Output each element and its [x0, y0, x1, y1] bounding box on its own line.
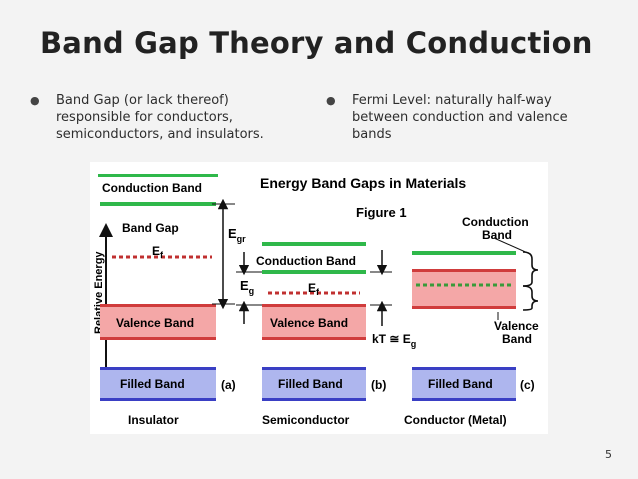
slide-title: Band Gap Theory and Conduction [40, 26, 593, 60]
semi-conduction-band [262, 270, 366, 274]
metal-conduction-pointer [493, 237, 531, 255]
panel-c-label: (c) [520, 378, 535, 392]
metal-conduction-label-2: Band [482, 228, 512, 242]
insulator-conduction-band [100, 202, 216, 206]
bullet-dot-icon: ● [326, 94, 336, 107]
metal-filled-top [412, 367, 516, 370]
metal-valence-top [412, 269, 516, 272]
figure-heading: Energy Band Gaps in Materials [260, 175, 466, 191]
bullet-band-gap: ● Band Gap (or lack thereof) responsible… [30, 92, 300, 143]
insulator-filled-label: Filled Band [120, 377, 185, 391]
metal-conduction-label-1: Conduction [462, 215, 529, 229]
semi-filled-label: Filled Band [278, 377, 343, 391]
eg-label: Eg [240, 278, 254, 296]
bullet-fermi-level: ● Fermi Level: naturally half-way betwee… [326, 92, 606, 143]
insulator-conduction-top-line [98, 174, 218, 177]
metal-filled-label: Filled Band [428, 377, 493, 391]
semi-valence-band [262, 307, 366, 337]
panel-semiconductor: Conduction Band Ef Valence Band Eg kT ≅ … [236, 242, 416, 427]
bullet-text: Band Gap (or lack thereof) responsible f… [56, 93, 264, 142]
semi-ef-label: Ef [308, 281, 320, 297]
insulator-caption: Insulator [128, 413, 179, 427]
semi-filled-band [262, 370, 366, 398]
slide-number: 5 [605, 448, 612, 461]
panel-b-label: (b) [371, 378, 386, 392]
metal-filled-bottom [412, 398, 516, 401]
y-axis: Relative Energy [93, 223, 113, 367]
insulator-conduction-label: Conduction Band [102, 181, 202, 195]
metal-valence-band [412, 272, 516, 306]
egr-label: Egr [228, 226, 246, 244]
semi-filled-top [262, 367, 366, 370]
semi-valence-bottom [262, 337, 366, 340]
kt-label: kT ≅ Eg [372, 332, 416, 349]
energy-band-figure: Relative Energy Energy Band Gaps in Mate… [90, 162, 548, 434]
band-diagram-svg: Relative Energy Energy Band Gaps in Mate… [93, 174, 539, 427]
semi-filled-bottom [262, 398, 366, 401]
conductor-caption: Conductor (Metal) [404, 413, 507, 427]
semi-conduction-top-line [262, 242, 366, 246]
semi-valence-label: Valence Band [270, 316, 348, 330]
panel-conductor: Conduction Band Valence Band Filled Band… [404, 215, 539, 427]
semi-valence-top [262, 304, 366, 307]
bullet-text: Fermi Level: naturally half-way between … [352, 93, 568, 142]
insulator-filled-bottom [100, 398, 216, 401]
insulator-filled-top [100, 367, 216, 370]
metal-conduction-brace [522, 251, 539, 287]
metal-valence-label-1: Valence [494, 319, 539, 333]
bullet-dot-icon: ● [30, 94, 40, 107]
insulator-filled-band [100, 370, 216, 398]
metal-valence-bottom [412, 306, 516, 309]
panel-insulator: Conduction Band Band Gap Ef Valence Band… [98, 174, 246, 427]
insulator-valence-band [100, 307, 216, 337]
metal-filled-band [412, 370, 516, 398]
metal-valence-label-2: Band [502, 332, 532, 346]
figure-number-label: Figure 1 [356, 205, 407, 220]
semi-conduction-label: Conduction Band [256, 254, 356, 268]
insulator-ef-label: Ef [152, 244, 164, 260]
insulator-valence-label: Valence Band [116, 316, 194, 330]
metal-valence-brace [522, 285, 539, 311]
panel-a-label: (a) [221, 378, 236, 392]
metal-conduction-line [412, 251, 516, 255]
insulator-valence-top [100, 304, 216, 307]
insulator-valence-bottom [100, 337, 216, 340]
semiconductor-caption: Semiconductor [262, 413, 350, 427]
band-gap-label: Band Gap [122, 221, 179, 235]
